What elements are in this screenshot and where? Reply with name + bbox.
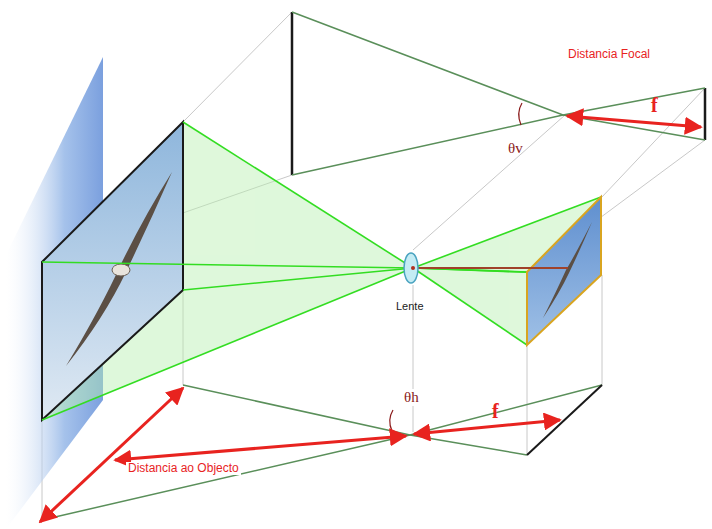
bottom-sensor-line xyxy=(527,385,602,455)
light-rays xyxy=(42,122,601,420)
focal-arrow xyxy=(414,420,560,434)
distance-arrow xyxy=(115,436,406,460)
top-view-rays xyxy=(292,12,705,175)
lens-label: Lente xyxy=(396,300,424,312)
width-arrow xyxy=(40,388,183,522)
lens-center xyxy=(411,266,415,270)
object-frame xyxy=(42,122,183,420)
dimension-label: Distancia Focal xyxy=(568,48,650,61)
focal-symbol: f xyxy=(651,94,658,116)
focal-symbol: f xyxy=(492,400,499,422)
small-bird xyxy=(543,222,592,318)
angle-label: θh xyxy=(402,389,421,406)
focal-arrow xyxy=(567,116,701,127)
ray-cone xyxy=(42,122,601,420)
lens xyxy=(404,253,418,283)
image-sensor xyxy=(527,197,601,345)
bird xyxy=(66,172,172,366)
angle-arc xyxy=(519,103,522,125)
bottom-view-rays xyxy=(42,385,602,520)
guide-lines xyxy=(42,12,705,520)
top-object-line xyxy=(291,12,294,175)
top-sensor-line xyxy=(704,88,707,140)
angle-label: θv xyxy=(508,140,523,157)
angle-arc xyxy=(390,410,393,431)
optical-axis xyxy=(413,267,568,269)
dimension-label: Distancia ao Objecto xyxy=(126,462,241,475)
